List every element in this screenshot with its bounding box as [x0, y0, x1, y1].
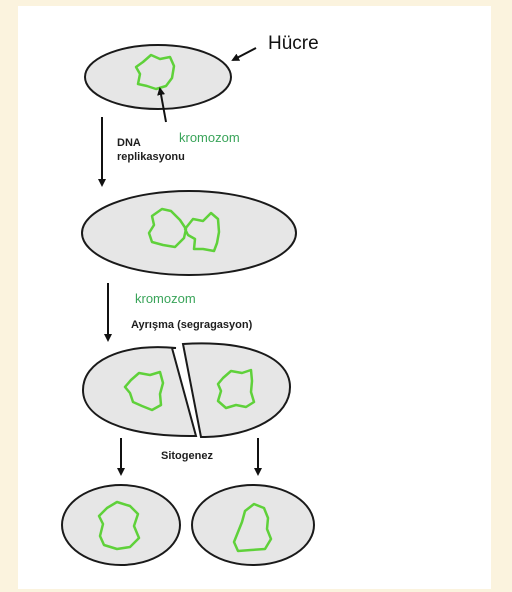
daughter-cell-right	[191, 484, 315, 566]
replication-label: replikasyonu	[117, 151, 185, 163]
parent-cell	[84, 44, 232, 110]
chromosome-loop	[216, 368, 256, 410]
segregating-cell-left	[81, 346, 198, 437]
chromosome-loop	[232, 502, 273, 553]
chromosome-loop	[147, 207, 188, 249]
chromosome-loop	[97, 500, 141, 551]
chromosome-pointer-arrow	[157, 87, 167, 123]
daughter-cell-left	[61, 484, 181, 566]
chromosome-label: kromozom	[135, 291, 196, 306]
segregating-cell-right	[181, 342, 292, 438]
dna-label: DNA	[117, 137, 141, 149]
chromosome-loop	[134, 53, 176, 91]
replicating-cell	[81, 190, 297, 276]
cell-label: Hücre	[268, 33, 319, 54]
cytokinesis-label: Sitogenez	[161, 450, 213, 462]
cell-pointer-arrow	[231, 47, 257, 61]
chromosome-loop	[183, 211, 221, 253]
segregation-label: Ayrışma (segragasyon)	[131, 319, 253, 331]
chromosome-label: kromozom	[179, 130, 240, 145]
chromosome-loop	[123, 370, 165, 412]
